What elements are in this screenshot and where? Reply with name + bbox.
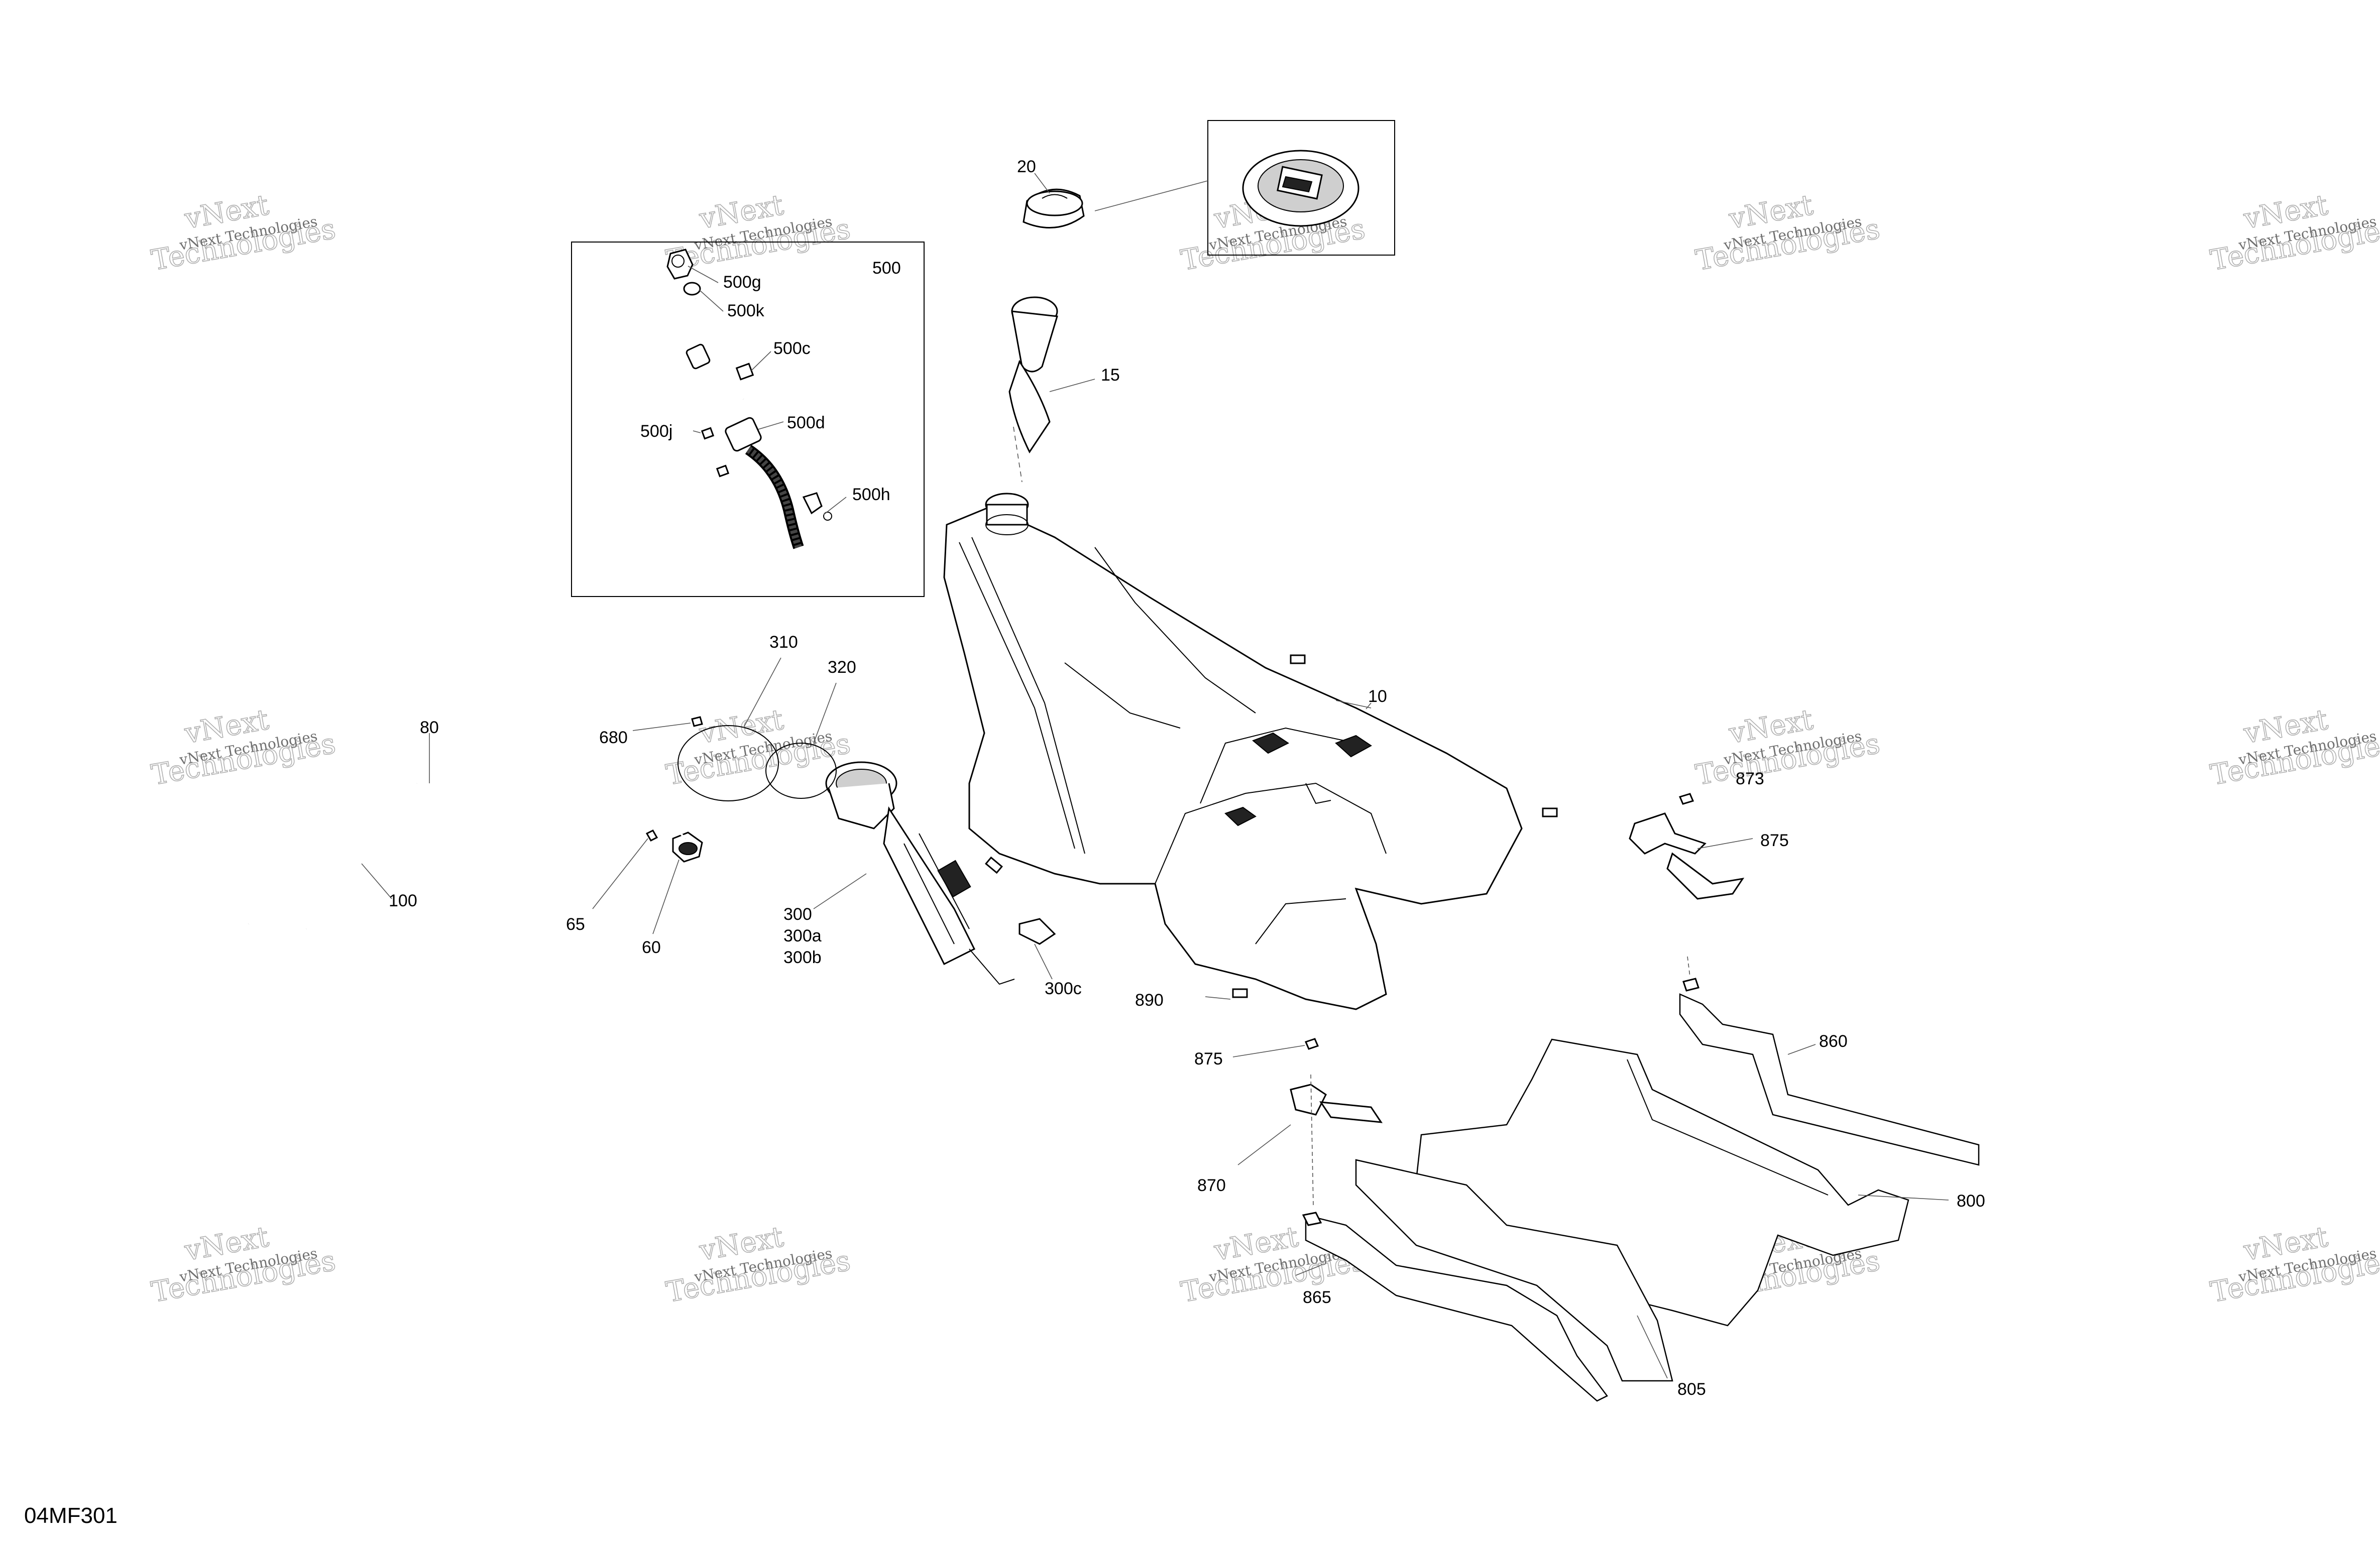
fuel-pump-module <box>813 761 1056 985</box>
fuel-lines <box>248 733 687 930</box>
hose-kit-detail-box <box>571 242 925 597</box>
callout-890: 890 <box>1135 991 1164 1010</box>
fuel-cap <box>1023 173 1085 229</box>
callout-300: 300 <box>783 905 812 924</box>
callout-860: 860 <box>1819 1032 1848 1051</box>
tank-bracket-right <box>1629 793 1753 900</box>
callout-805: 805 <box>1677 1380 1706 1399</box>
callout-300a: 300a <box>783 926 822 945</box>
callout-500g: 500g <box>723 273 761 292</box>
callout-300b: 300b <box>783 948 822 967</box>
callout-500: 500 <box>872 259 901 278</box>
lock-ring-and-seal <box>677 657 837 801</box>
callout-500d: 500d <box>787 413 825 432</box>
callout-800: 800 <box>1957 1192 1985 1211</box>
callout-865: 865 <box>1303 1288 1331 1307</box>
tank-bracket-left <box>1232 1038 1383 1165</box>
fuel-cap-detail-box <box>1094 120 1395 256</box>
callout-875-right: 875 <box>1760 831 1789 850</box>
filler-neck <box>1008 296 1095 483</box>
callout-100: 100 <box>389 891 417 910</box>
callout-870: 870 <box>1197 1176 1226 1195</box>
callout-300c: 300c <box>1045 979 1082 998</box>
callout-875-left: 875 <box>1194 1049 1223 1069</box>
callout-873: 873 <box>1736 769 1764 788</box>
heat-shield-plates <box>1205 956 1980 1402</box>
callout-10: 10 <box>1368 687 1387 706</box>
callout-labels: 20 15 500 500g 500k 500c 500d 500j 500h … <box>389 157 1985 1399</box>
callout-20: 20 <box>1017 157 1036 176</box>
callout-500h: 500h <box>852 485 890 504</box>
callout-80: 80 <box>420 718 439 737</box>
callout-65: 65 <box>566 915 585 934</box>
callout-500j: 500j <box>640 422 672 441</box>
fasteners-and-fittings <box>592 716 703 934</box>
callout-500k: 500k <box>727 301 765 320</box>
callout-500c: 500c <box>773 339 811 358</box>
callout-320: 320 <box>828 658 856 677</box>
callout-680: 680 <box>599 728 628 747</box>
callout-15: 15 <box>1101 366 1120 385</box>
fuel-tank <box>943 493 1558 1010</box>
callout-60: 60 <box>642 938 661 957</box>
diagram-code: 04MF301 <box>24 1503 118 1528</box>
callout-310: 310 <box>769 633 798 652</box>
